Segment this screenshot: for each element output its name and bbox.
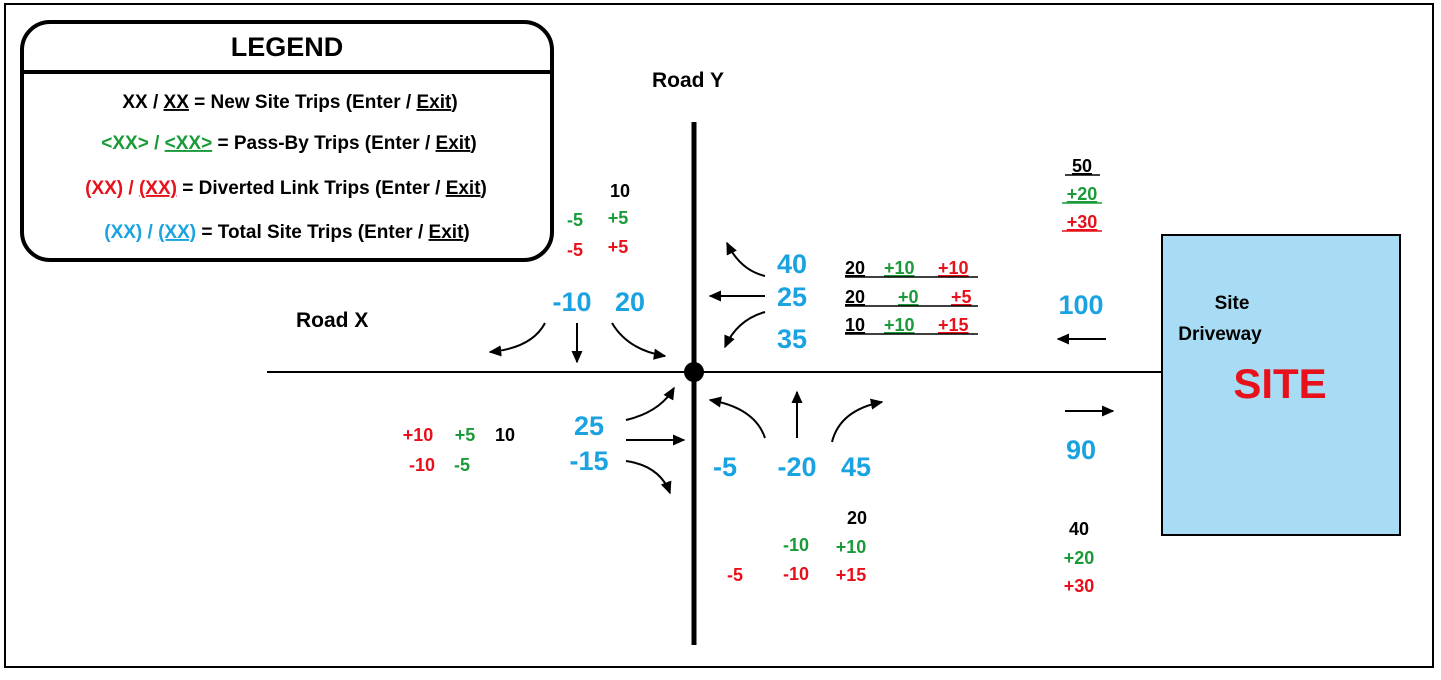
legend-box (20, 20, 554, 262)
driveway-out-passby: +20 (1064, 548, 1095, 568)
site-driveway-label-line2: Driveway (1178, 324, 1262, 345)
east-row2-diverted: +5 (951, 287, 972, 307)
north-total-left: -10 (552, 287, 591, 317)
east-row2-passby: +0 (898, 287, 919, 307)
east-approach-volumes: 40 25 35 20 +10 +10 20 +0 +5 10 +10 +15 (777, 249, 972, 354)
north-passby-thru: +5 (608, 208, 629, 228)
south-diverted-c: +15 (836, 565, 867, 585)
west-right-turn-arrow (625, 460, 672, 495)
south-total-left: -5 (713, 452, 737, 482)
north-approach-volumes: 10 -5 +5 -5 +5 -10 20 (552, 181, 645, 317)
south-diverted-a: -5 (727, 565, 743, 585)
west-diverted-b: -10 (409, 455, 435, 475)
west-passby-a: +5 (455, 425, 476, 445)
north-diverted-left: -5 (567, 240, 583, 260)
south-new-trips: 20 (847, 508, 867, 528)
diagram-frame (4, 3, 1434, 668)
driveway-in-total: 100 (1058, 290, 1103, 320)
east-total-right: 35 (777, 324, 807, 354)
east-right-turn-arrow (726, 241, 766, 277)
east-row1-passby: +10 (884, 258, 915, 278)
west-passby-b: -5 (454, 455, 470, 475)
west-diverted-a: +10 (403, 425, 434, 445)
driveway-in-new: 50 (1072, 156, 1092, 176)
south-diverted-b: -10 (783, 564, 809, 584)
driveway-out-diverted: +30 (1064, 576, 1095, 596)
south-passby-a: -10 (783, 535, 809, 555)
west-total-in: 25 (574, 411, 604, 441)
east-row3-new: 10 (845, 315, 865, 335)
east-total-left: 40 (777, 249, 807, 279)
east-row1-diverted: +10 (938, 258, 969, 278)
south-right-turn-arrow (831, 398, 884, 443)
road-x-label: Road X (296, 309, 368, 332)
west-new-trips: 10 (495, 425, 515, 445)
legend-new-trips: XX / XX = New Site Trips (Enter / Exit) (122, 92, 457, 113)
legend-title: LEGEND (231, 32, 344, 62)
road-y-label: Road Y (652, 69, 724, 92)
west-total-out: -15 (569, 446, 608, 476)
site-driveway-label-line1: Site (1215, 293, 1250, 314)
site-box (1161, 234, 1401, 536)
south-passby-b: +10 (836, 537, 867, 557)
north-left-turn-arrow (611, 322, 667, 360)
east-row3-diverted: +15 (938, 315, 969, 335)
driveway-in-diverted: +30 (1067, 212, 1098, 232)
legend-total-trips: (XX) / (XX) = Total Site Trips (Enter / … (104, 222, 469, 243)
north-total-thru: 20 (615, 287, 645, 317)
south-total-right: 45 (841, 452, 871, 482)
driveway-out-new: 40 (1069, 519, 1089, 539)
west-left-turn-arrow (625, 386, 675, 421)
south-approach-volumes: -5 -20 45 20 -10 +10 -5 -10 +15 (713, 452, 871, 585)
legend-passby-trips: <XX> / <XX> = Pass-By Trips (Enter / Exi… (101, 133, 476, 154)
west-approach-volumes: 25 -15 +10 +5 10 -10 -5 (403, 411, 609, 476)
east-left-turn-arrow (724, 311, 766, 349)
intersection-node (684, 362, 704, 382)
south-left-turn-arrow (708, 396, 766, 439)
driveway-out-total: 90 (1066, 435, 1096, 465)
east-row3-passby: +10 (884, 315, 915, 335)
north-diverted-thru: +5 (608, 237, 629, 257)
site-label: SITE (1233, 360, 1326, 407)
legend-diverted-trips: (XX) / (XX) = Diverted Link Trips (Enter… (85, 178, 487, 199)
south-total-thru: -20 (777, 452, 816, 482)
north-passby-left: -5 (567, 210, 583, 230)
east-row2-new: 20 (845, 287, 865, 307)
north-new-trips: 10 (610, 181, 630, 201)
east-row1-new: 20 (845, 258, 865, 278)
east-total-thru: 25 (777, 282, 807, 312)
north-right-turn-arrow (488, 322, 546, 357)
legend: LEGEND XX / XX = New Site Trips (Enter /… (20, 20, 554, 262)
driveway-in-passby: +20 (1067, 184, 1098, 204)
driveway-volumes: 50 +20 +30 100 90 40 +20 +30 (1058, 156, 1103, 596)
